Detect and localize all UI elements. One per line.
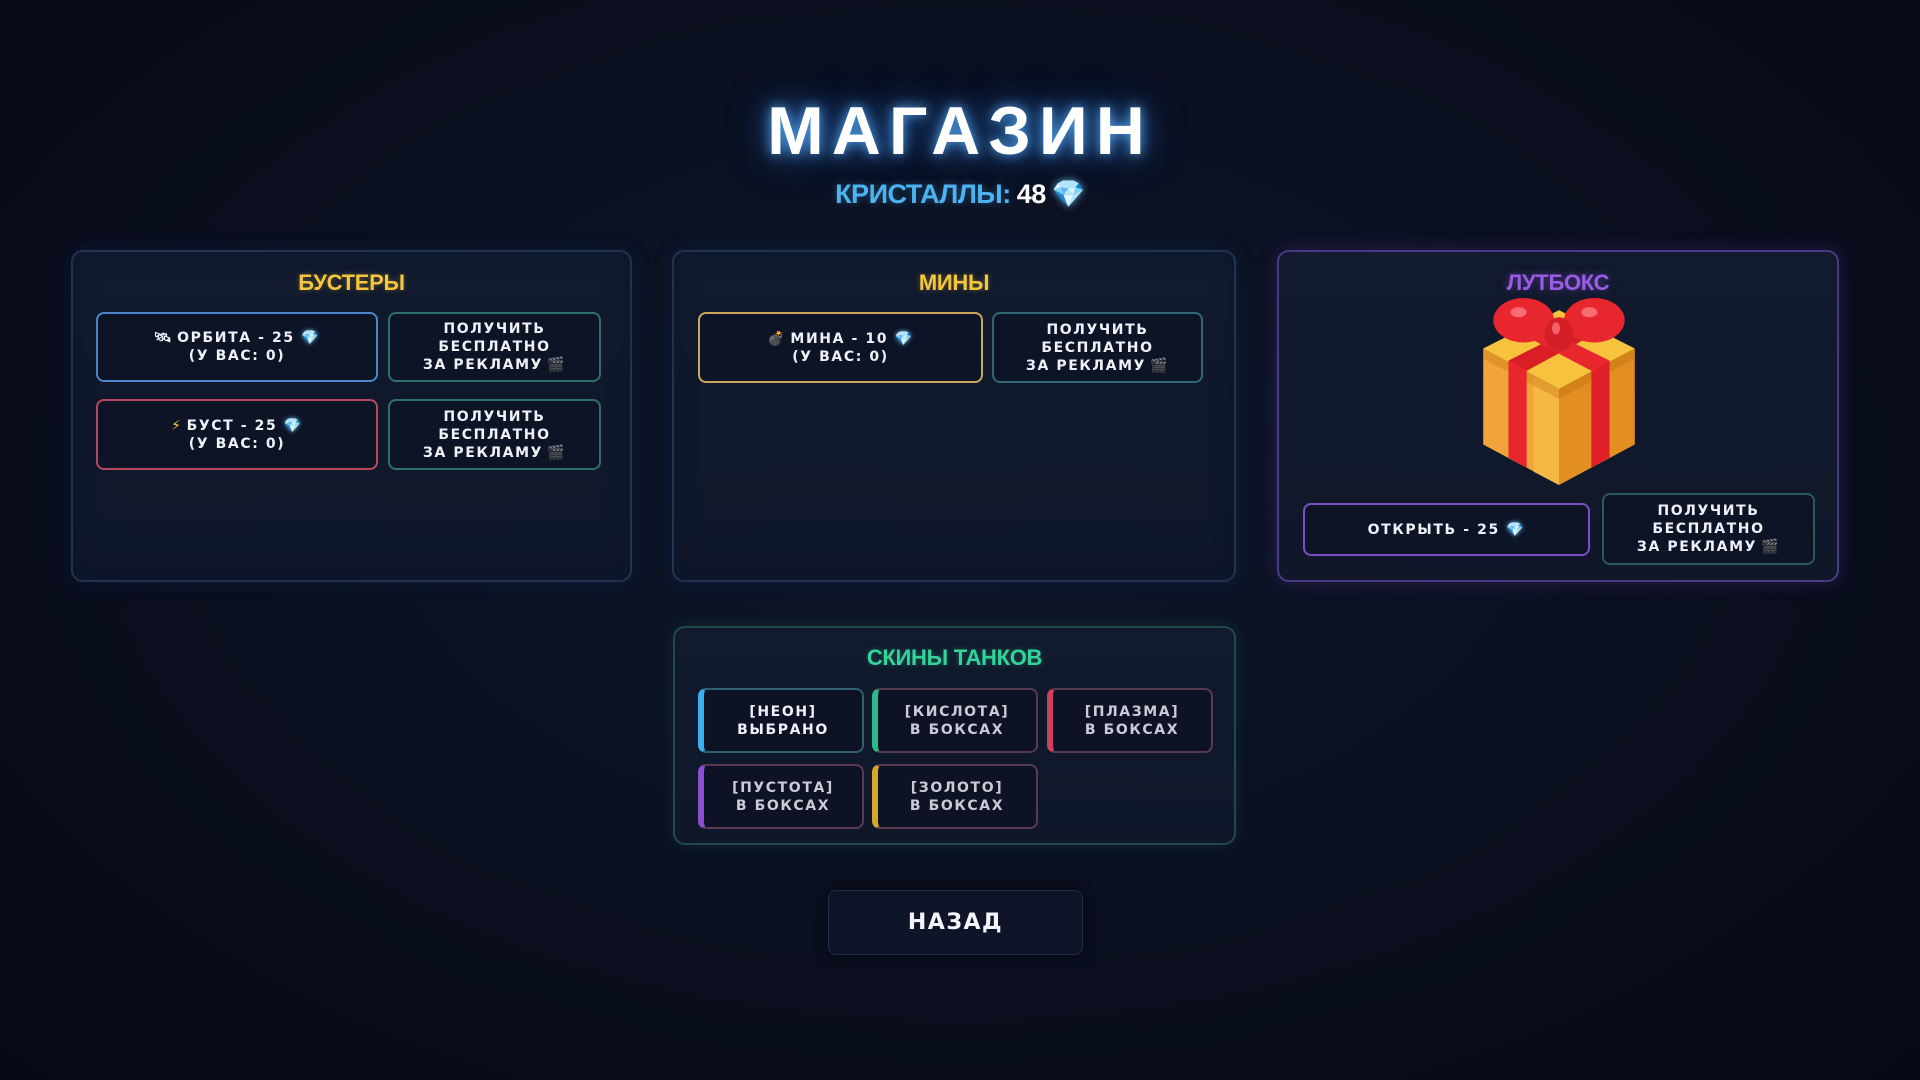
satellite-icon: 🛰 [153, 330, 174, 346]
lootbox-free-ad-button[interactable]: ПОЛУЧИТЬ БЕСПЛАТНО ЗА РЕКЛАМУ🎬 [1602, 493, 1815, 565]
clapperboard-icon: 🎬 [547, 444, 567, 461]
open-label: ОТКРЫТЬ - 25 [1367, 521, 1500, 538]
ad-line2: ЗА РЕКЛАМУ [1025, 357, 1147, 374]
skin-name: [ЗОЛОТО] [910, 779, 1004, 796]
gem-icon: 💎 [1051, 179, 1086, 209]
skin-card-void[interactable]: [ПУСТОТА] В БОКСАХ [698, 764, 864, 829]
mines-title: МИНЫ [918, 270, 990, 295]
page-title: МАГАЗИН [767, 93, 1153, 169]
skin-name: [ПУСТОТА] [732, 779, 834, 796]
skin-name: [КИСЛОТА] [904, 703, 1010, 720]
skin-name: [НЕОН] [749, 703, 817, 720]
mine-owned: (У ВАС: 0) [792, 348, 889, 365]
ad-line2: ЗА РЕКЛАМУ [1636, 539, 1758, 555]
skin-status: В БОКСАХ [1084, 721, 1180, 738]
open-lootbox-button[interactable]: ОТКРЫТЬ - 25 💎 [1303, 503, 1590, 556]
gem-icon: 💎 [283, 417, 303, 434]
mine-label: МИНА - 10 [790, 330, 889, 347]
boost-free-ad-button[interactable]: ПОЛУЧИТЬ БЕСПЛАТНО ЗА РЕКЛАМУ🎬 [388, 399, 601, 470]
gem-icon: 💎 [1506, 521, 1526, 538]
skin-card-neon[interactable]: [НЕОН] ВЫБРАНО [698, 688, 864, 753]
bomb-icon: 💣 [767, 330, 787, 347]
clapperboard-icon: 🎬 [1761, 539, 1781, 555]
ad-line1: ПОЛУЧИТЬ БЕСПЛАТНО [1652, 503, 1765, 537]
gift-icon [1483, 298, 1635, 485]
mines-panel: МИНЫ [672, 250, 1236, 582]
skin-status: В БОКСАХ [909, 721, 1005, 738]
ad-line1: ПОЛУЧИТЬ БЕСПЛАТНО [438, 408, 551, 443]
clapperboard-icon: 🎬 [1150, 357, 1170, 374]
crystal-balance: КРИСТАЛЛЫ:48💎 [0, 178, 1920, 210]
boost-owned: (У ВАС: 0) [188, 435, 286, 452]
boost-label: БУСТ - 25 [186, 417, 278, 434]
skin-status: В БОКСАХ [735, 797, 831, 814]
clapperboard-icon: 🎬 [547, 357, 567, 373]
orbit-free-ad-button[interactable]: ПОЛУЧИТЬ БЕСПЛАТНО ЗА РЕКЛАМУ🎬 [388, 312, 601, 382]
skin-card-gold[interactable]: [ЗОЛОТО] В БОКСАХ [872, 764, 1038, 829]
gem-icon: 💎 [301, 330, 321, 346]
orbit-label: ОРБИТА - 25 [177, 330, 295, 346]
mine-free-ad-button[interactable]: ПОЛУЧИТЬ БЕСПЛАТНО ЗА РЕКЛАМУ🎬 [992, 312, 1203, 383]
buy-orbit-button[interactable]: 🛰ОРБИТА - 25 💎 (У ВАС: 0) [96, 312, 378, 382]
ad-line2: ЗА РЕКЛАМУ [422, 444, 544, 461]
skin-card-acid[interactable]: [КИСЛОТА] В БОКСАХ [872, 688, 1038, 753]
lightning-icon: ⚡ [171, 417, 183, 434]
buy-boost-button[interactable]: ⚡БУСТ - 25 💎 (У ВАС: 0) [96, 399, 378, 470]
lootbox-title: ЛУТБОКС [1506, 270, 1610, 295]
skin-card-plasma[interactable]: [ПЛАЗМА] В БОКСАХ [1047, 688, 1213, 753]
back-button[interactable]: НАЗАД [828, 890, 1083, 955]
boosters-title: БУСТЕРЫ [298, 270, 405, 295]
gem-icon: 💎 [894, 330, 914, 347]
ad-line1: ПОЛУЧИТЬ БЕСПЛАТНО [1041, 321, 1154, 356]
skins-title: СКИНЫ ТАНКОВ [866, 645, 1043, 670]
skin-status: В БОКСАХ [909, 797, 1005, 814]
crystal-label: КРИСТАЛЛЫ: [835, 179, 1011, 209]
ad-line1: ПОЛУЧИТЬ БЕСПЛАТНО [438, 321, 551, 355]
crystal-count: 48 [1016, 179, 1047, 209]
skin-name: [ПЛАЗМА] [1084, 703, 1180, 720]
orbit-owned: (У ВАС: 0) [188, 348, 286, 364]
skin-status: ВЫБРАНО [737, 721, 829, 738]
buy-mine-button[interactable]: 💣МИНА - 10 💎 (У ВАС: 0) [698, 312, 983, 383]
ad-line2: ЗА РЕКЛАМУ [422, 357, 544, 373]
